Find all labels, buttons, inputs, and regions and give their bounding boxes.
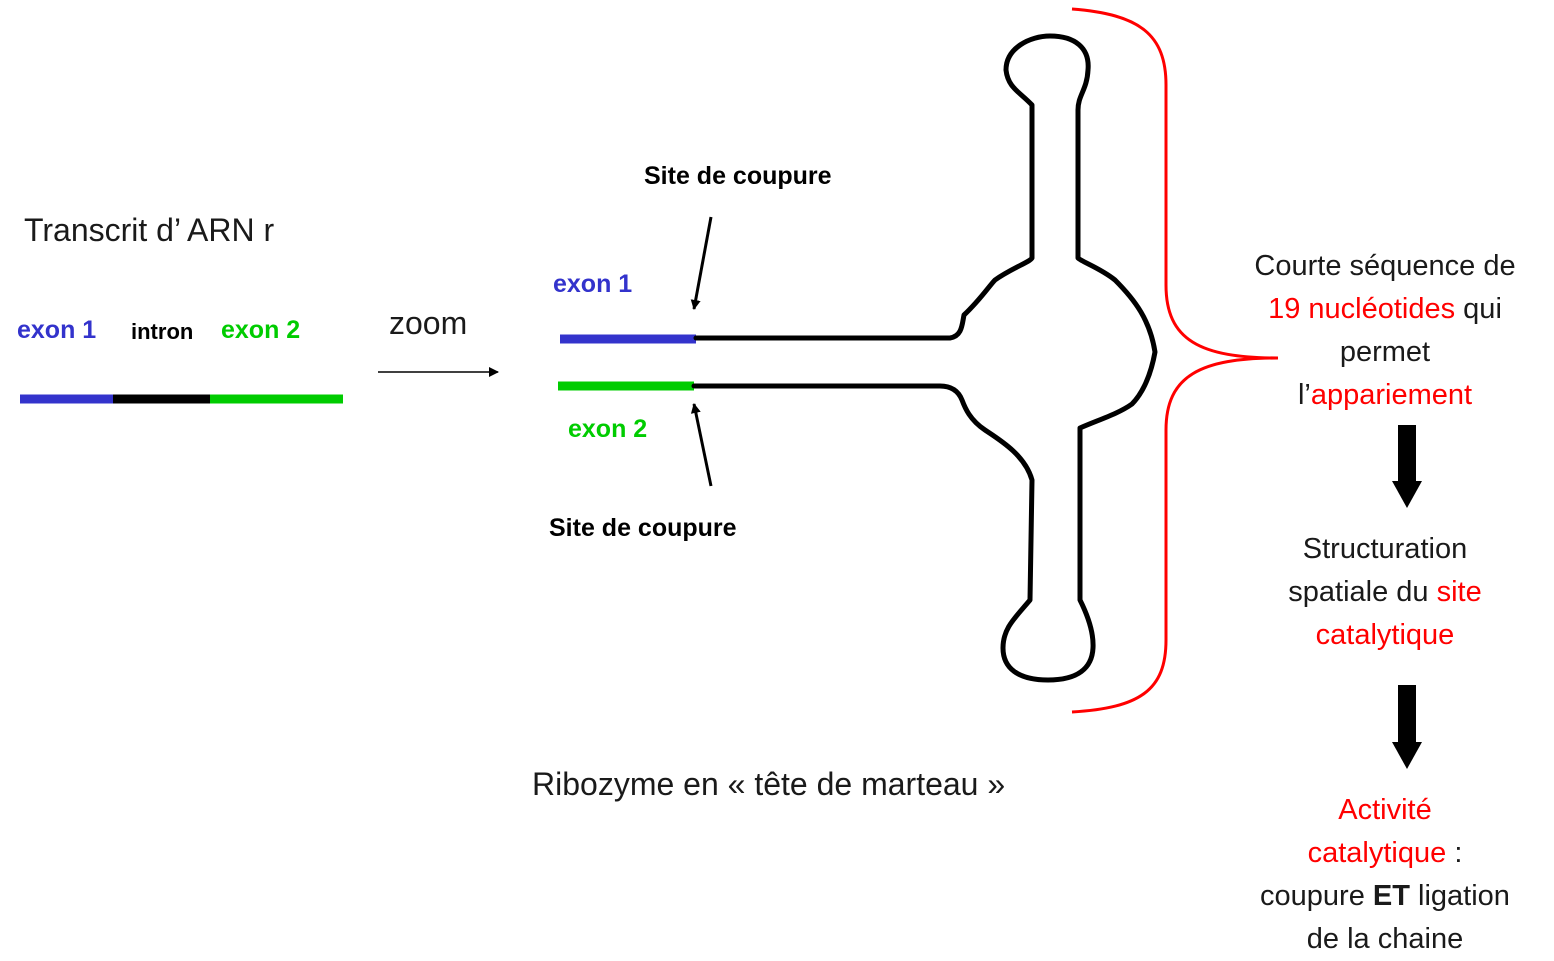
ribozyme-caption: Ribozyme en « tête de marteau » (532, 766, 1006, 802)
seq-after: qui (1455, 293, 1502, 325)
activ-line3-bold: ET (1372, 880, 1410, 912)
transcript-intron-label: intron (131, 319, 194, 344)
activ-line3-after: ligation (1409, 880, 1510, 912)
red-bracket (1071, 7, 1279, 714)
cut-site-label-bottom: Site de coupure (549, 514, 737, 542)
ribozyme-structure-outline (691, 33, 1158, 683)
activity-description: Activité catalytique : coupure ET ligati… (1235, 789, 1535, 961)
cut-site-arrow-bottom (690, 403, 713, 487)
seq-line-3: permet (1339, 336, 1431, 368)
struct-line2-pre: spatiale du (1288, 576, 1437, 608)
activ-line3-pre: coupure (1260, 880, 1373, 912)
seq-line4-pre: l’ (1297, 379, 1311, 411)
down-arrow-1 (1392, 425, 1422, 508)
sequence-description: Courte séquence de 19 nucléotides qui pe… (1235, 245, 1535, 417)
activ-line-3: coupure ET ligation (1235, 875, 1535, 918)
activ-line2-after: : (1446, 837, 1463, 869)
activ-line-1: Activité (1338, 794, 1432, 826)
transcript-title: Transcrit d’ ARN r (24, 212, 275, 248)
cut-site-label-top: Site de coupure (644, 162, 832, 190)
ribozyme-exon2-label: exon 2 (568, 415, 648, 443)
ribozyme-exon1-label: exon 1 (553, 270, 633, 298)
transcript-exon2-label: exon 2 (221, 316, 301, 344)
seq-line-1: Courte séquence de (1254, 250, 1516, 282)
struct-line-2: spatiale du site (1235, 571, 1535, 614)
activ-line-4: de la chaine (1306, 923, 1464, 955)
activ-line2-highlight: catalytique (1307, 837, 1447, 869)
seq-line-4: l’appariement (1235, 374, 1535, 417)
zoom-label: zoom (389, 305, 468, 341)
structuration-description: Structuration spatiale du site catalytiq… (1235, 528, 1535, 657)
seq-line4-highlight: appariement (1310, 379, 1473, 411)
struct-line-3: catalytique (1315, 619, 1455, 651)
activ-line-2: catalytique : (1235, 832, 1535, 875)
down-arrow-2 (1392, 685, 1422, 769)
transcript-exon1-label: exon 1 (17, 316, 97, 344)
seq-highlight: 19 nucléotides (1268, 293, 1456, 325)
cut-site-arrow-top (690, 216, 713, 310)
struct-line-1: Structuration (1302, 533, 1468, 565)
struct-line2-highlight: site (1436, 576, 1482, 608)
seq-line-2: 19 nucléotides qui (1235, 288, 1535, 331)
